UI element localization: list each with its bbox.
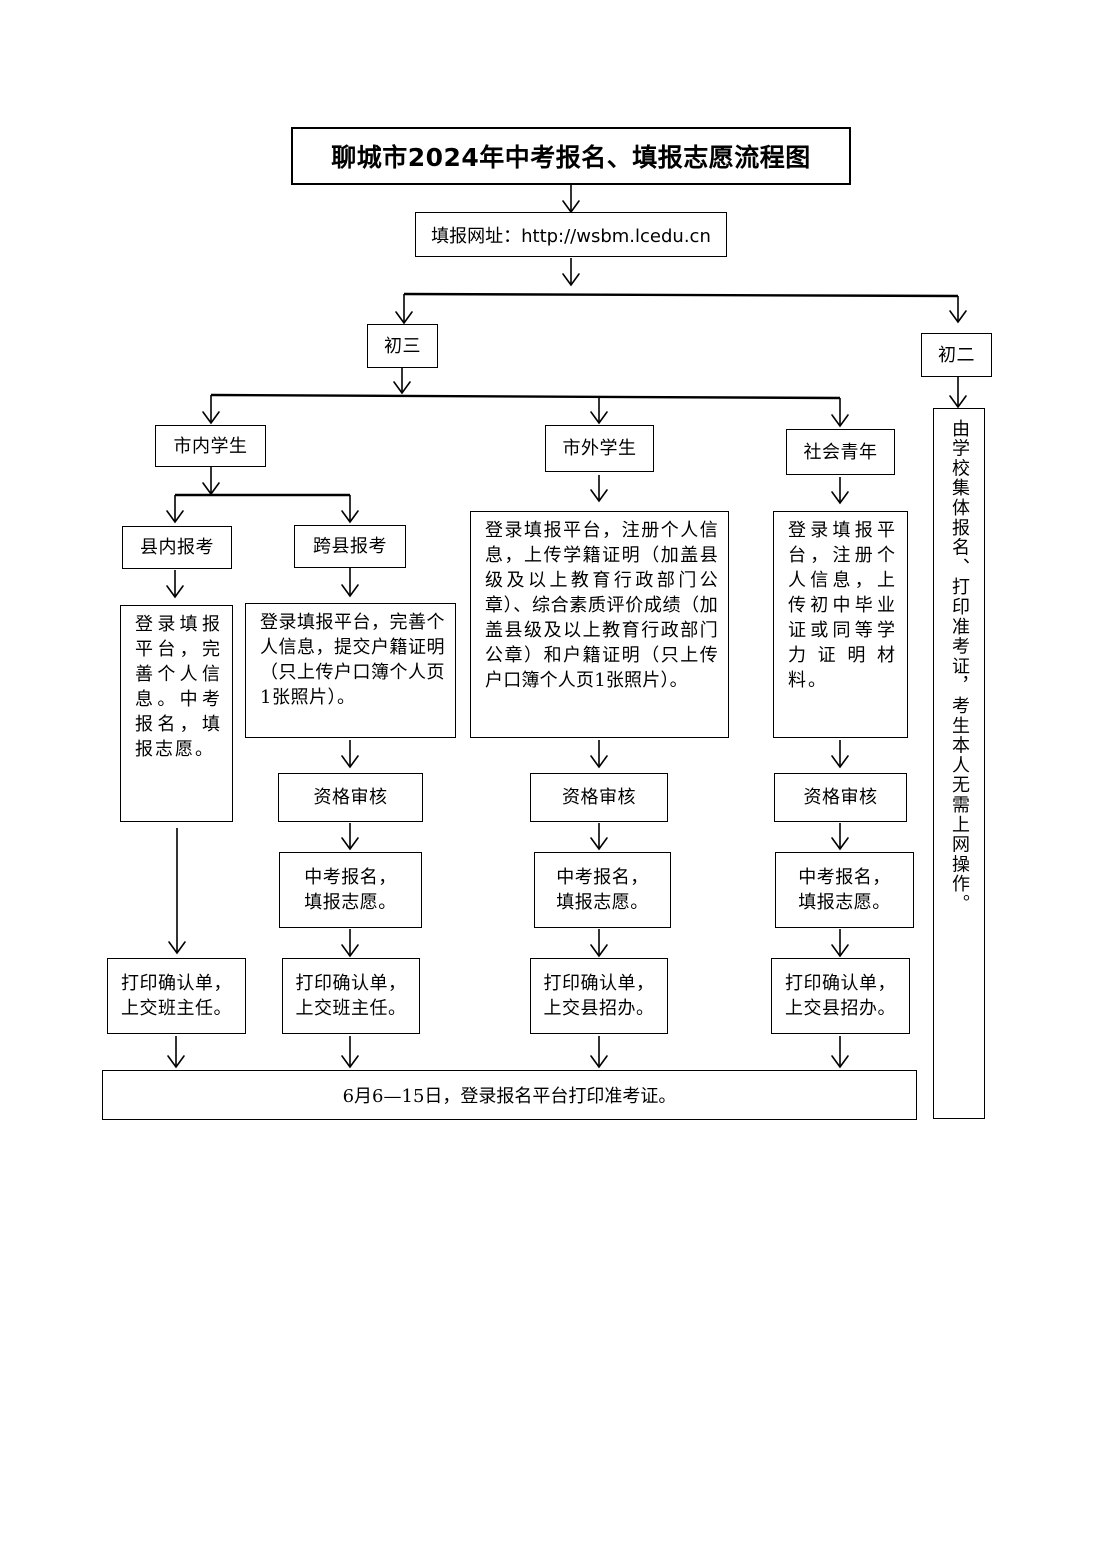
- grade2-label: 初二: [938, 344, 975, 366]
- print-class-label: 打印确认单，上交班主任。: [295, 973, 407, 1019]
- grade2-node: 初二: [921, 333, 992, 377]
- url-box: 填报网址：http://wsbm.lcedu.cn: [415, 212, 727, 257]
- cross-county-node: 跨县报考: [294, 525, 406, 568]
- outside-students-label: 市外学生: [562, 438, 637, 459]
- in-county-node: 县内报考: [122, 526, 232, 569]
- grade3-label: 初三: [384, 335, 421, 357]
- apply-label: 中考报名，填报志愿。: [304, 867, 397, 913]
- admission-ticket-box: 6月6—15日，登录报名平台打印准考证。: [102, 1070, 917, 1120]
- in-county-label: 县内报考: [140, 537, 214, 558]
- in-county-detail-text: 登录填报平台，完善个人信息。中考报名，填报志愿。: [135, 614, 222, 760]
- outside-detail: 登录填报平台，注册个人信息，上传学籍证明（加盖县级及以上教育行政部门公章）、综合…: [470, 511, 729, 738]
- print-class-label: 打印确认单，上交班主任。: [121, 973, 232, 1019]
- review-label: 资格审核: [313, 787, 388, 808]
- print-county-label: 打印确认单，上交县招办。: [785, 973, 896, 1019]
- apply-social: 中考报名，填报志愿。: [775, 852, 914, 928]
- local-students-node: 市内学生: [155, 425, 266, 467]
- social-detail: 登录填报平台，注册个人信息，上传初中毕业证或同等学力证明材料。: [773, 511, 908, 738]
- url-text: 填报网址：http://wsbm.lcedu.cn: [431, 225, 711, 247]
- review-social: 资格审核: [774, 773, 907, 822]
- social-youth-label: 社会青年: [803, 441, 878, 463]
- social-youth-node: 社会青年: [786, 429, 895, 475]
- review-cross-county: 资格审核: [278, 773, 423, 822]
- print-county-label: 打印确认单，上交县招办。: [543, 973, 655, 1019]
- title-text: 聊城市2024年中考报名、填报志愿流程图: [331, 143, 811, 172]
- cross-county-label: 跨县报考: [313, 536, 387, 557]
- apply-cross-county: 中考报名，填报志愿。: [279, 852, 422, 928]
- apply-label: 中考报名，填报志愿。: [798, 867, 891, 913]
- grade2-process-box: 由学校集体报名、打印准考证，考生本人无需上网操作。: [933, 408, 985, 1119]
- social-detail-text: 登录填报平台，注册个人信息，上传初中毕业证或同等学力证明材料。: [788, 520, 897, 691]
- review-outside: 资格审核: [530, 773, 668, 822]
- review-label: 资格审核: [562, 787, 636, 808]
- in-county-detail: 登录填报平台，完善个人信息。中考报名，填报志愿。: [120, 605, 233, 822]
- outside-detail-text: 登录填报平台，注册个人信息，上传学籍证明（加盖县级及以上教育行政部门公章）、综合…: [485, 520, 718, 691]
- cross-county-detail: 登录填报平台，完善个人信息，提交户籍证明（只上传户口簿个人页1张照片）。: [245, 603, 456, 738]
- grade2-process-text: 由学校集体报名、打印准考证，考生本人无需上网操作。: [949, 419, 970, 914]
- cross-county-detail-text: 登录填报平台，完善个人信息，提交户籍证明（只上传户口簿个人页1张照片）。: [260, 612, 445, 708]
- admission-ticket-text: 6月6—15日，登录报名平台打印准考证。: [342, 1086, 677, 1107]
- print-outside: 打印确认单，上交县招办。: [530, 958, 668, 1034]
- print-social: 打印确认单，上交县招办。: [771, 958, 910, 1034]
- print-cross-county: 打印确认单，上交班主任。: [282, 958, 420, 1034]
- apply-outside: 中考报名，填报志愿。: [534, 852, 671, 928]
- page-title: 聊城市2024年中考报名、填报志愿流程图: [291, 127, 851, 185]
- local-students-label: 市内学生: [173, 435, 248, 457]
- outside-students-node: 市外学生: [545, 425, 654, 472]
- print-in-county: 打印确认单，上交班主任。: [107, 958, 246, 1034]
- grade3-node: 初三: [367, 324, 438, 368]
- apply-label: 中考报名，填报志愿。: [556, 867, 649, 913]
- review-label: 资格审核: [803, 787, 878, 808]
